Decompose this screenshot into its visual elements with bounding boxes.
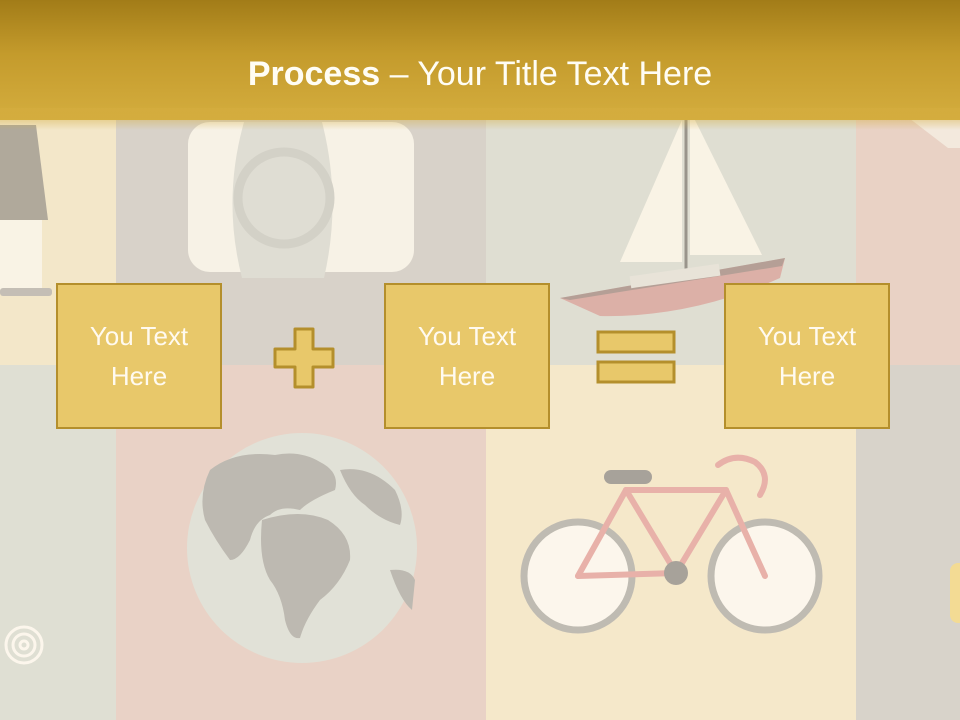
text-box-1[interactable]: You Text Here [56,283,222,429]
title-bar-fade [0,108,960,130]
text-box-2-label: You Text Here [417,321,517,391]
text-box-2[interactable]: You Text Here [384,283,550,429]
title-bold: Process [247,55,381,93]
text-box-3[interactable]: You Text Here [724,283,890,429]
title-rest: – Your Title Text Here [380,55,713,93]
text-box-1-label: You Text Here [89,321,189,391]
plus-icon [273,327,335,389]
lamp-icon [0,125,52,296]
target-icon [4,625,44,665]
equals-icon [596,330,676,384]
bicycle-icon [520,454,823,634]
sailboat-icon [560,110,785,317]
globe-icon [187,433,417,663]
title-bar [0,0,960,120]
slide-title[interactable]: Process – Your Title Text Here [0,52,960,96]
text-box-3-label: You Text Here [757,321,857,391]
camera-icon [188,122,414,278]
